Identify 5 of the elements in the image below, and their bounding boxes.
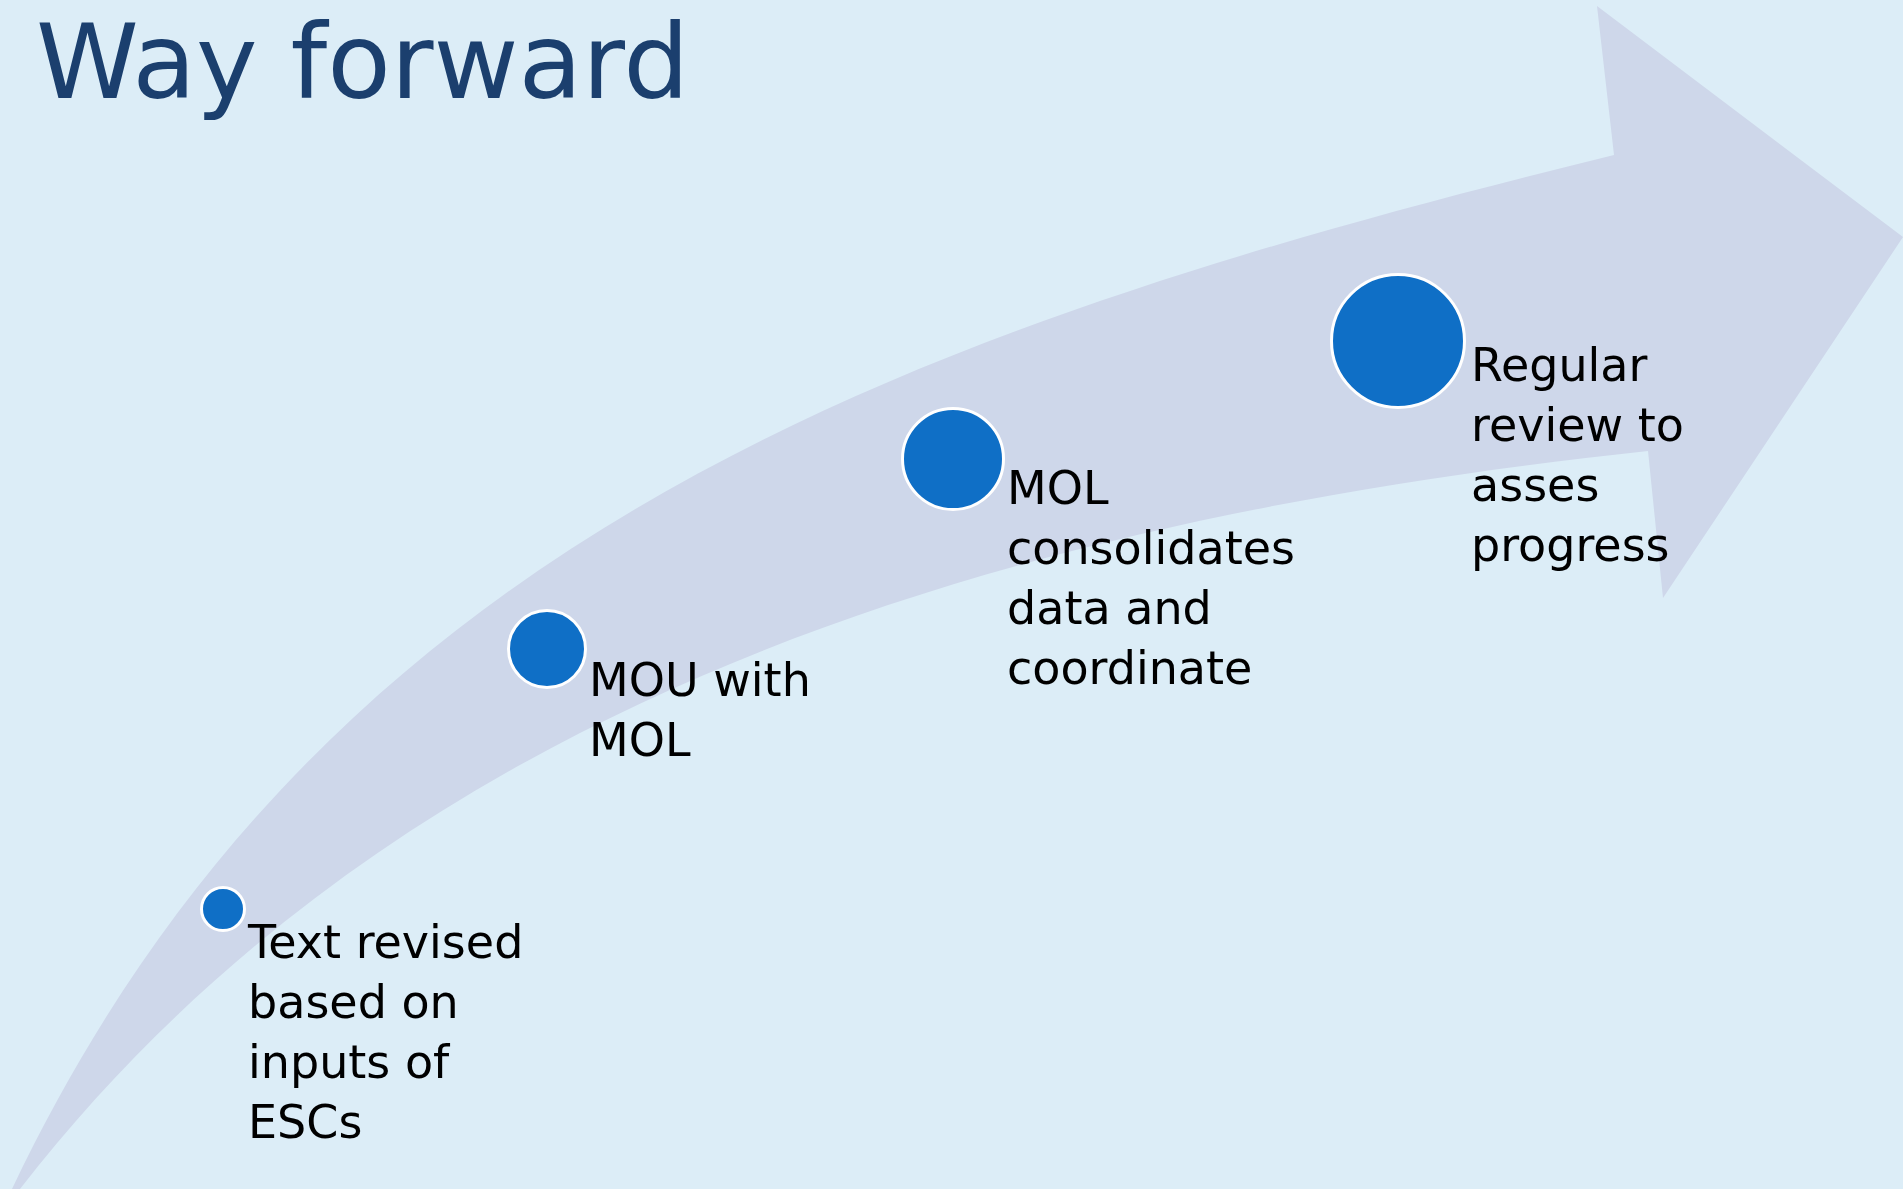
step-description: Text revised based on inputs of ESCs (248, 914, 525, 1151)
step-description: Regular review to asses progress (1471, 337, 1685, 574)
step-description: MOU with MOL (589, 652, 812, 769)
slide-title: Way forward (36, 0, 690, 124)
step-description: MOL consolidates data and coordinate (1007, 460, 1296, 697)
